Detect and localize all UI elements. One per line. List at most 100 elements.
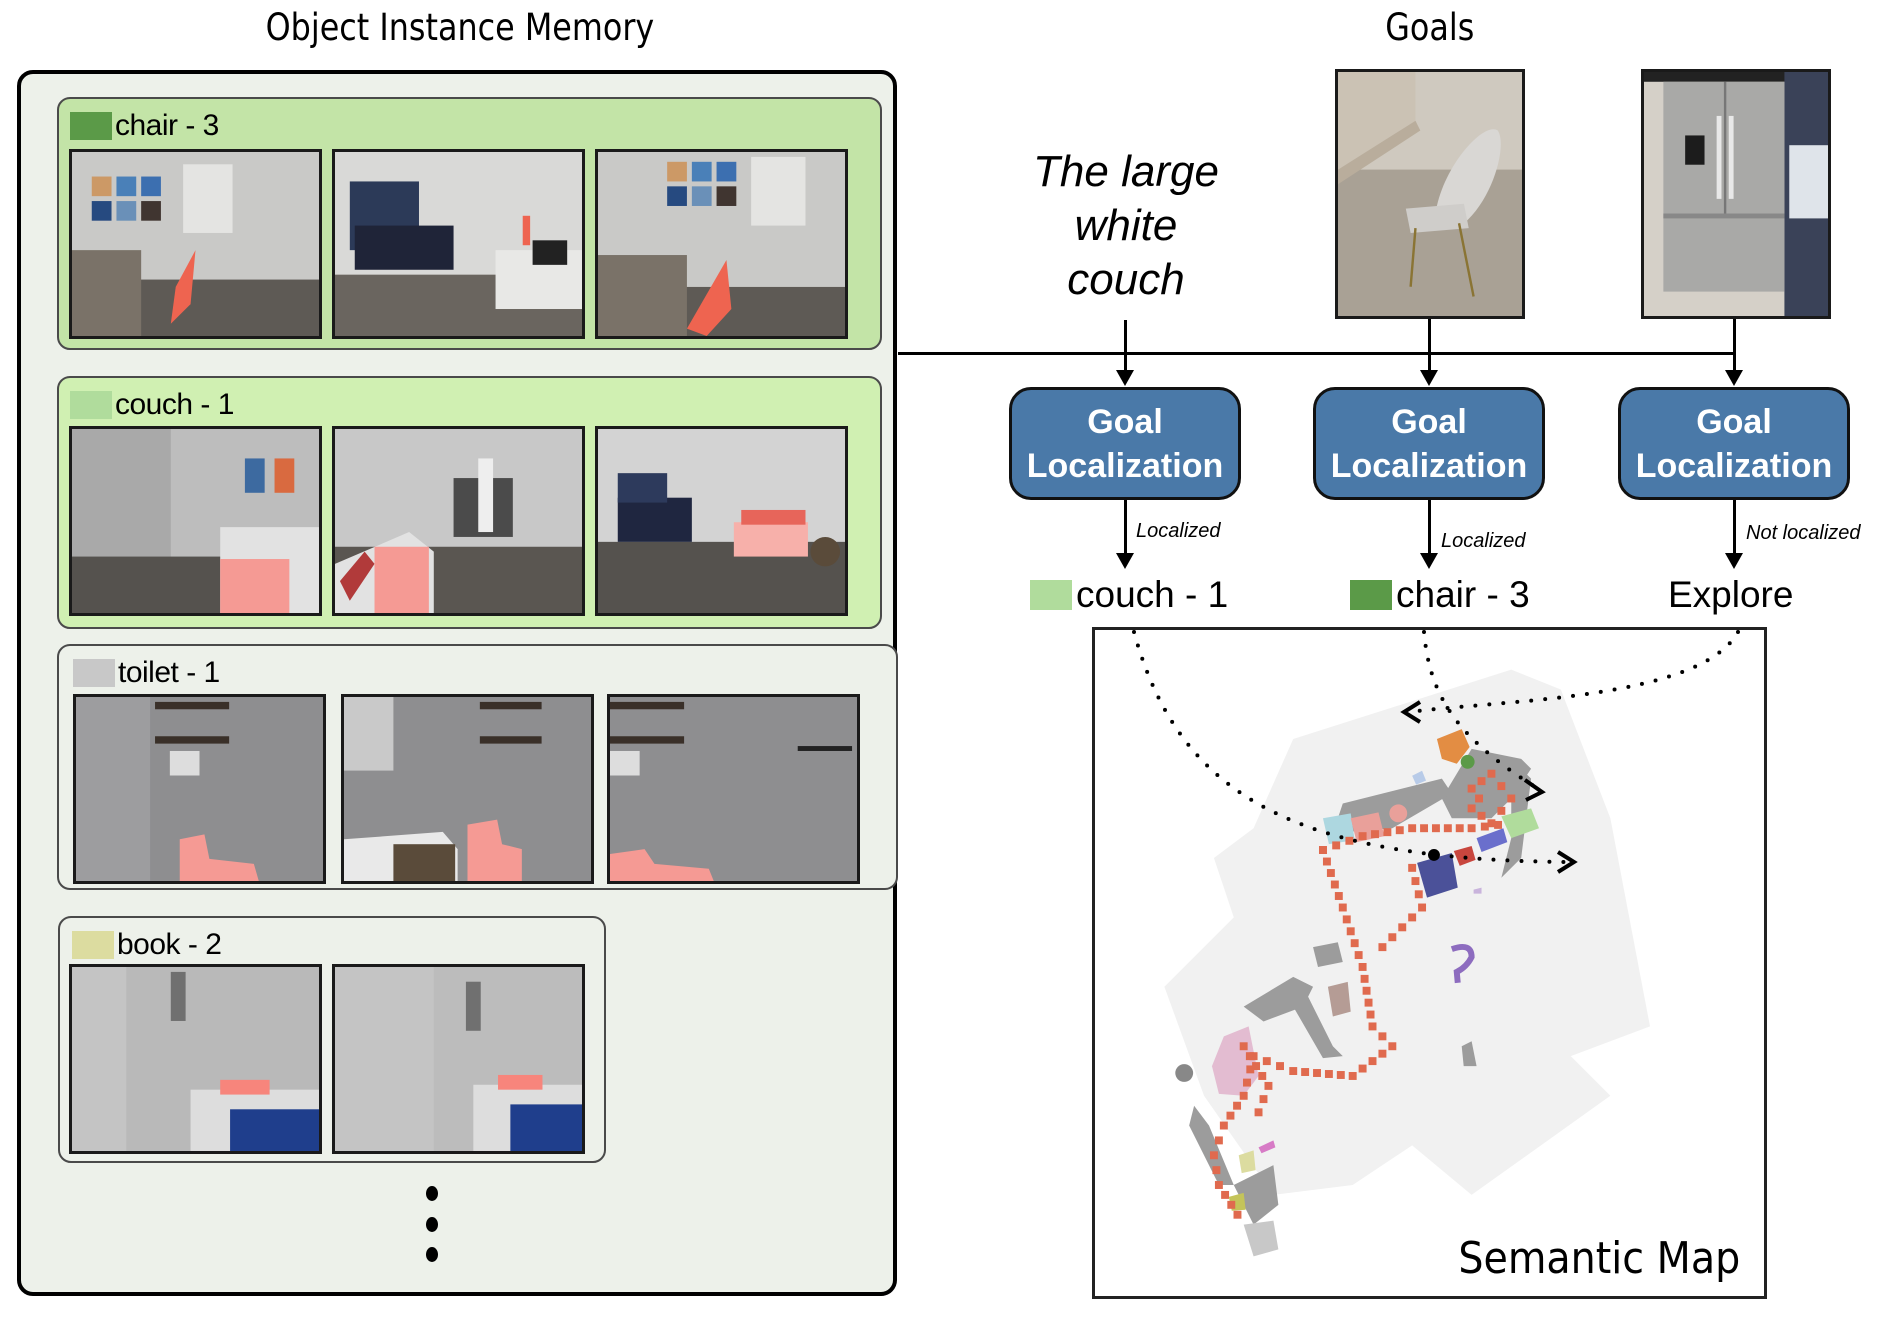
trajectory-step (1371, 830, 1379, 839)
instance-image[interactable] (332, 426, 585, 616)
trajectory-step (1398, 923, 1407, 932)
more-dot (426, 1247, 438, 1262)
object-instance-memory-panel: chair - 3 couch - 1 toilet - 1 (17, 70, 898, 1296)
text-goal-line: couch (1067, 255, 1185, 304)
instance-image[interactable] (69, 426, 322, 616)
trajectory-step (1497, 782, 1506, 791)
trajectory-step (1301, 1068, 1310, 1076)
text-goal: The large white couch (1006, 145, 1246, 307)
box-line: Goal (1391, 403, 1467, 441)
trajectory-step (1276, 1062, 1284, 1071)
instance-image[interactable] (332, 964, 585, 1154)
result-label: Explore (1668, 574, 1794, 615)
trajectory-step (1477, 811, 1486, 820)
trajectory-step (1239, 1091, 1248, 1100)
result-label: couch - 1 (1076, 574, 1229, 615)
trajectory-step (1388, 933, 1397, 942)
trajectory-step (1358, 832, 1367, 841)
trajectory-step (1336, 1071, 1345, 1079)
trajectory-step (1226, 1111, 1235, 1120)
map-canvas (1164, 669, 1651, 1257)
trajectory-step (1214, 1136, 1223, 1145)
trajectory-step (1388, 1042, 1397, 1051)
agent-position (1428, 849, 1440, 861)
result-explore: Explore (1668, 574, 1793, 616)
group-label: couch - 1 (115, 388, 234, 421)
result-couch: couch - 1 (1030, 574, 1228, 616)
text-goal-line: white (1074, 201, 1178, 250)
trajectory-step (1395, 826, 1404, 835)
obstacle (1461, 1041, 1477, 1067)
color-swatch (1030, 580, 1072, 610)
chair-goal-image[interactable] (1335, 69, 1525, 319)
memory-group-chair[interactable]: chair - 3 (57, 97, 882, 350)
color-swatch (1350, 580, 1392, 610)
trajectory-step (1233, 1210, 1242, 1219)
trajectory-step (1334, 892, 1343, 900)
color-swatch (70, 391, 112, 419)
outcome-line (1124, 500, 1127, 555)
goal-localization-box[interactable]: Goal Localization (1009, 387, 1241, 500)
trajectory-step (1414, 890, 1423, 899)
arrow-head (1116, 553, 1134, 569)
group-label: toilet - 1 (118, 656, 220, 689)
trajectory-step (1443, 824, 1452, 833)
color-swatch (73, 659, 115, 687)
trajectory-step (1475, 794, 1484, 803)
trajectory-step (1243, 1078, 1251, 1087)
refrigerator-goal-image[interactable] (1641, 69, 1831, 319)
group-header: chair - 3 (70, 109, 219, 143)
memory-group-couch[interactable]: couch - 1 (57, 376, 882, 629)
trajectory-step (1246, 1065, 1255, 1074)
object-taupe (1327, 981, 1351, 1017)
memory-group-book[interactable]: book - 2 (58, 916, 606, 1163)
trajectory-step (1411, 877, 1420, 886)
edge-label: Localized (1441, 530, 1526, 552)
instance-image[interactable] (69, 149, 322, 339)
arrow-head (1420, 370, 1438, 386)
instance-image[interactable] (69, 964, 322, 1154)
trajectory-step (1383, 828, 1392, 837)
obstacle (1243, 976, 1314, 1022)
box-line: Goal (1087, 403, 1163, 441)
trajectory-step (1252, 1062, 1261, 1071)
semantic-map[interactable]: Semantic Map (1092, 627, 1767, 1299)
goal-localization-box[interactable]: Goal Localization (1618, 387, 1850, 500)
instance-image[interactable] (341, 694, 594, 884)
obstacle (1313, 942, 1343, 967)
memory-group-toilet[interactable]: toilet - 1 (57, 644, 898, 890)
trajectory-step (1338, 903, 1347, 912)
trajectory-step (1368, 1057, 1377, 1066)
trajectory-step (1350, 939, 1359, 948)
trajectory-step (1497, 806, 1506, 815)
object-book (1238, 1150, 1256, 1174)
explored-area (1164, 669, 1651, 1195)
instance-image[interactable] (595, 149, 848, 339)
trajectory-step (1408, 913, 1417, 922)
instance-image[interactable] (332, 149, 585, 339)
object-pink (1389, 804, 1408, 823)
trajectory-step (1362, 986, 1371, 995)
trajectory-step (1326, 869, 1335, 877)
trajectory-step (1467, 784, 1476, 793)
trajectory-step (1245, 1052, 1254, 1061)
goal-localization-box[interactable]: Goal Localization (1313, 387, 1545, 500)
trajectory-step (1378, 943, 1387, 952)
connector-line (1733, 319, 1736, 372)
object-chair-target (1460, 754, 1475, 769)
connector-line (1428, 319, 1431, 372)
trajectory-step (1487, 819, 1496, 828)
outcome-line (1428, 500, 1431, 555)
object-blue-sofa (1417, 852, 1458, 898)
trajectory-step (1289, 1067, 1298, 1075)
trajectory-step (1366, 1010, 1375, 1019)
goals-title: Goals (1385, 6, 1475, 49)
trajectory-step (1259, 1095, 1268, 1104)
object-magenta (1258, 1140, 1276, 1154)
instance-image[interactable] (73, 694, 326, 884)
trajectory-step (1420, 824, 1429, 833)
obstacle (1233, 1165, 1279, 1225)
instance-image[interactable] (607, 694, 860, 884)
trajectory-step (1358, 1064, 1367, 1073)
instance-image[interactable] (595, 426, 848, 616)
